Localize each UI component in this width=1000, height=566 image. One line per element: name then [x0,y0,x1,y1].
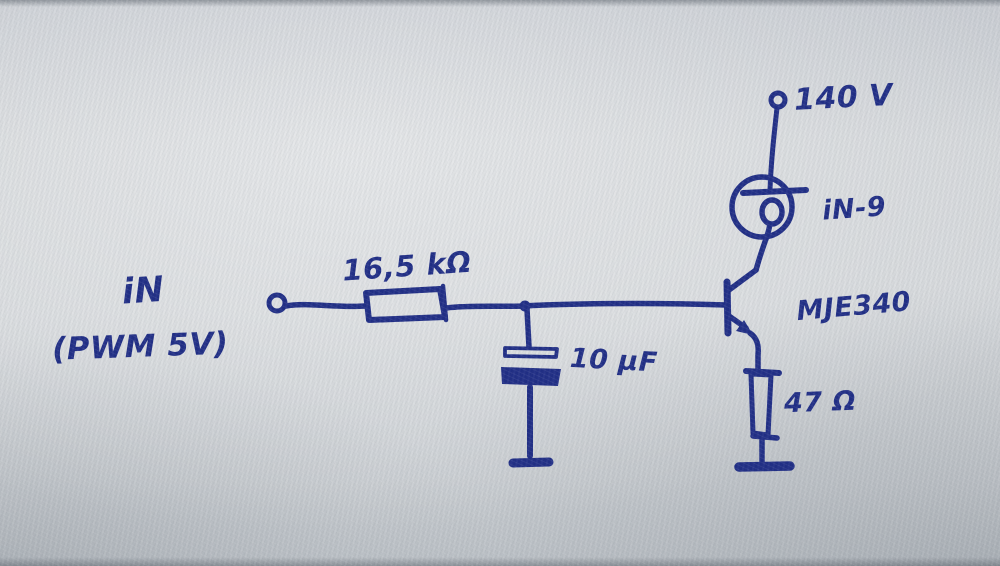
capacitor-ground-symbol [508,457,554,468]
wire-collector-to-tube [753,233,770,273]
label-emitter-resistor: 47 Ω [783,386,857,420]
supply-terminal-symbol [768,90,788,110]
label-tube: iN-9 [821,191,887,226]
capacitor-symbol [501,306,561,468]
emitter-ground-symbol [734,461,795,472]
label-input-line1: iN [121,270,166,313]
wire-input-to-resistor [283,301,368,310]
label-input-line2: (PWM 5V) [52,326,230,368]
base-resistor-symbol [363,283,449,323]
label-transistor: MJE340 [795,286,912,327]
input-terminal-symbol [266,292,288,314]
label-filter-capacitor: 10 µF [569,343,658,379]
transistor-symbol [723,267,761,372]
label-supply-voltage: 140 V [793,78,896,118]
wire-resistor-to-base [443,300,729,311]
tube-symbol [729,105,809,240]
wire-supply-to-tube [767,105,780,193]
tube-anode-plate [740,187,809,196]
emitter-resistor-symbol [734,368,795,472]
label-base-resistor: 16,5 kΩ [341,245,472,288]
tube-cathode [759,197,785,227]
